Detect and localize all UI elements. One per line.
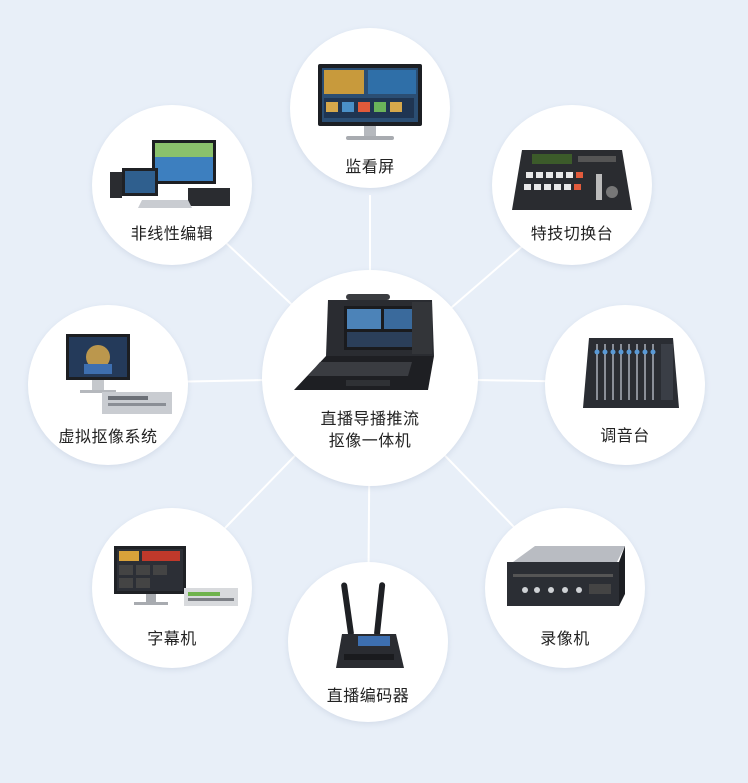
node-label: 监看屏 <box>345 157 395 176</box>
portable-broadcast-station-icon <box>294 294 434 390</box>
node-center: 直播导播推流 抠像一体机 <box>262 270 478 486</box>
node-label: 虚拟抠像系统 <box>58 427 158 446</box>
node-mixer: 调音台 <box>545 305 705 465</box>
node-label: 调音台 <box>600 426 650 445</box>
node-label: 特技切换台 <box>530 224 614 243</box>
node-label: 直播编码器 <box>326 686 410 705</box>
node-virtual: 虚拟抠像系统 <box>28 305 188 465</box>
node-switcher: 特技切换台 <box>492 105 652 265</box>
node-label: 录像机 <box>540 629 590 648</box>
nonlinear-editing-icon <box>110 140 230 208</box>
node-recorder: 录像机 <box>485 508 645 668</box>
node-caption: 字幕机 <box>92 508 252 668</box>
video-recorder-icon <box>507 546 625 606</box>
audio-mixer-icon <box>583 338 679 408</box>
node-label: 字幕机 <box>147 629 197 648</box>
center-label-line2: 抠像一体机 <box>328 431 412 450</box>
monitor-icon <box>318 64 422 140</box>
center-label: 直播导播推流 抠像一体机 <box>262 408 478 452</box>
caption-generator-icon <box>114 546 238 606</box>
node-editing: 非线性编辑 <box>92 105 252 265</box>
video-switcher-icon <box>512 150 632 210</box>
center-label-line1: 直播导播推流 <box>320 409 420 428</box>
node-label: 非线性编辑 <box>130 224 214 243</box>
node-monitor: 监看屏 <box>290 28 450 188</box>
virtual-studio-icon <box>66 334 172 414</box>
stream-encoder-icon <box>336 582 404 668</box>
node-encoder: 直播编码器 <box>288 562 448 722</box>
